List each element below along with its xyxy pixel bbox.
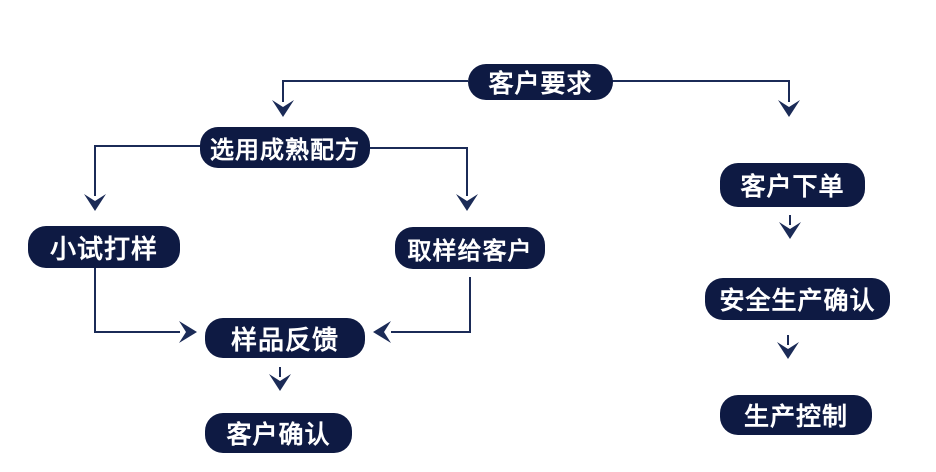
node-production-control: 生产控制 [720, 395, 872, 435]
edge-trial-to-feedback-arrowhead-icon [179, 321, 197, 343]
edge-formula-to-trial-arrowhead-icon [84, 194, 106, 211]
edge-requirements-to-formula-arrowhead-icon [272, 100, 294, 117]
node-select-mature-formula: 选用成熟配方 [200, 127, 370, 168]
edge-formula-to-sample [370, 147, 468, 196]
node-customer-order: 客户下单 [720, 163, 865, 207]
edge-requirements-to-formula [282, 80, 468, 102]
node-sample-to-customer: 取样给客户 [395, 227, 545, 269]
edge-formula-to-trial [94, 145, 200, 196]
edge-requirements-to-order [612, 80, 790, 102]
edge-formula-to-sample-arrowhead-icon [456, 194, 478, 211]
edge-sample-to-feedback [391, 277, 471, 333]
edge-trial-to-feedback [94, 268, 180, 333]
node-small-trial-sample: 小试打样 [28, 226, 180, 268]
node-sample-feedback: 样品反馈 [205, 318, 365, 358]
edge-order-to-safeproduction-arrowhead-icon [779, 222, 801, 239]
node-customer-confirmation: 客户确认 [205, 413, 352, 453]
node-safe-production-confirmation: 安全生产确认 [705, 278, 890, 320]
edge-feedback-to-confirmation-arrowhead-icon [269, 374, 291, 391]
node-customer-requirements: 客户要求 [468, 64, 613, 100]
edge-sample-to-feedback-arrowhead-icon [373, 321, 391, 343]
edge-requirements-to-order-arrowhead-icon [778, 100, 800, 117]
edge-safeproduction-to-control-arrowhead-icon [777, 342, 799, 359]
